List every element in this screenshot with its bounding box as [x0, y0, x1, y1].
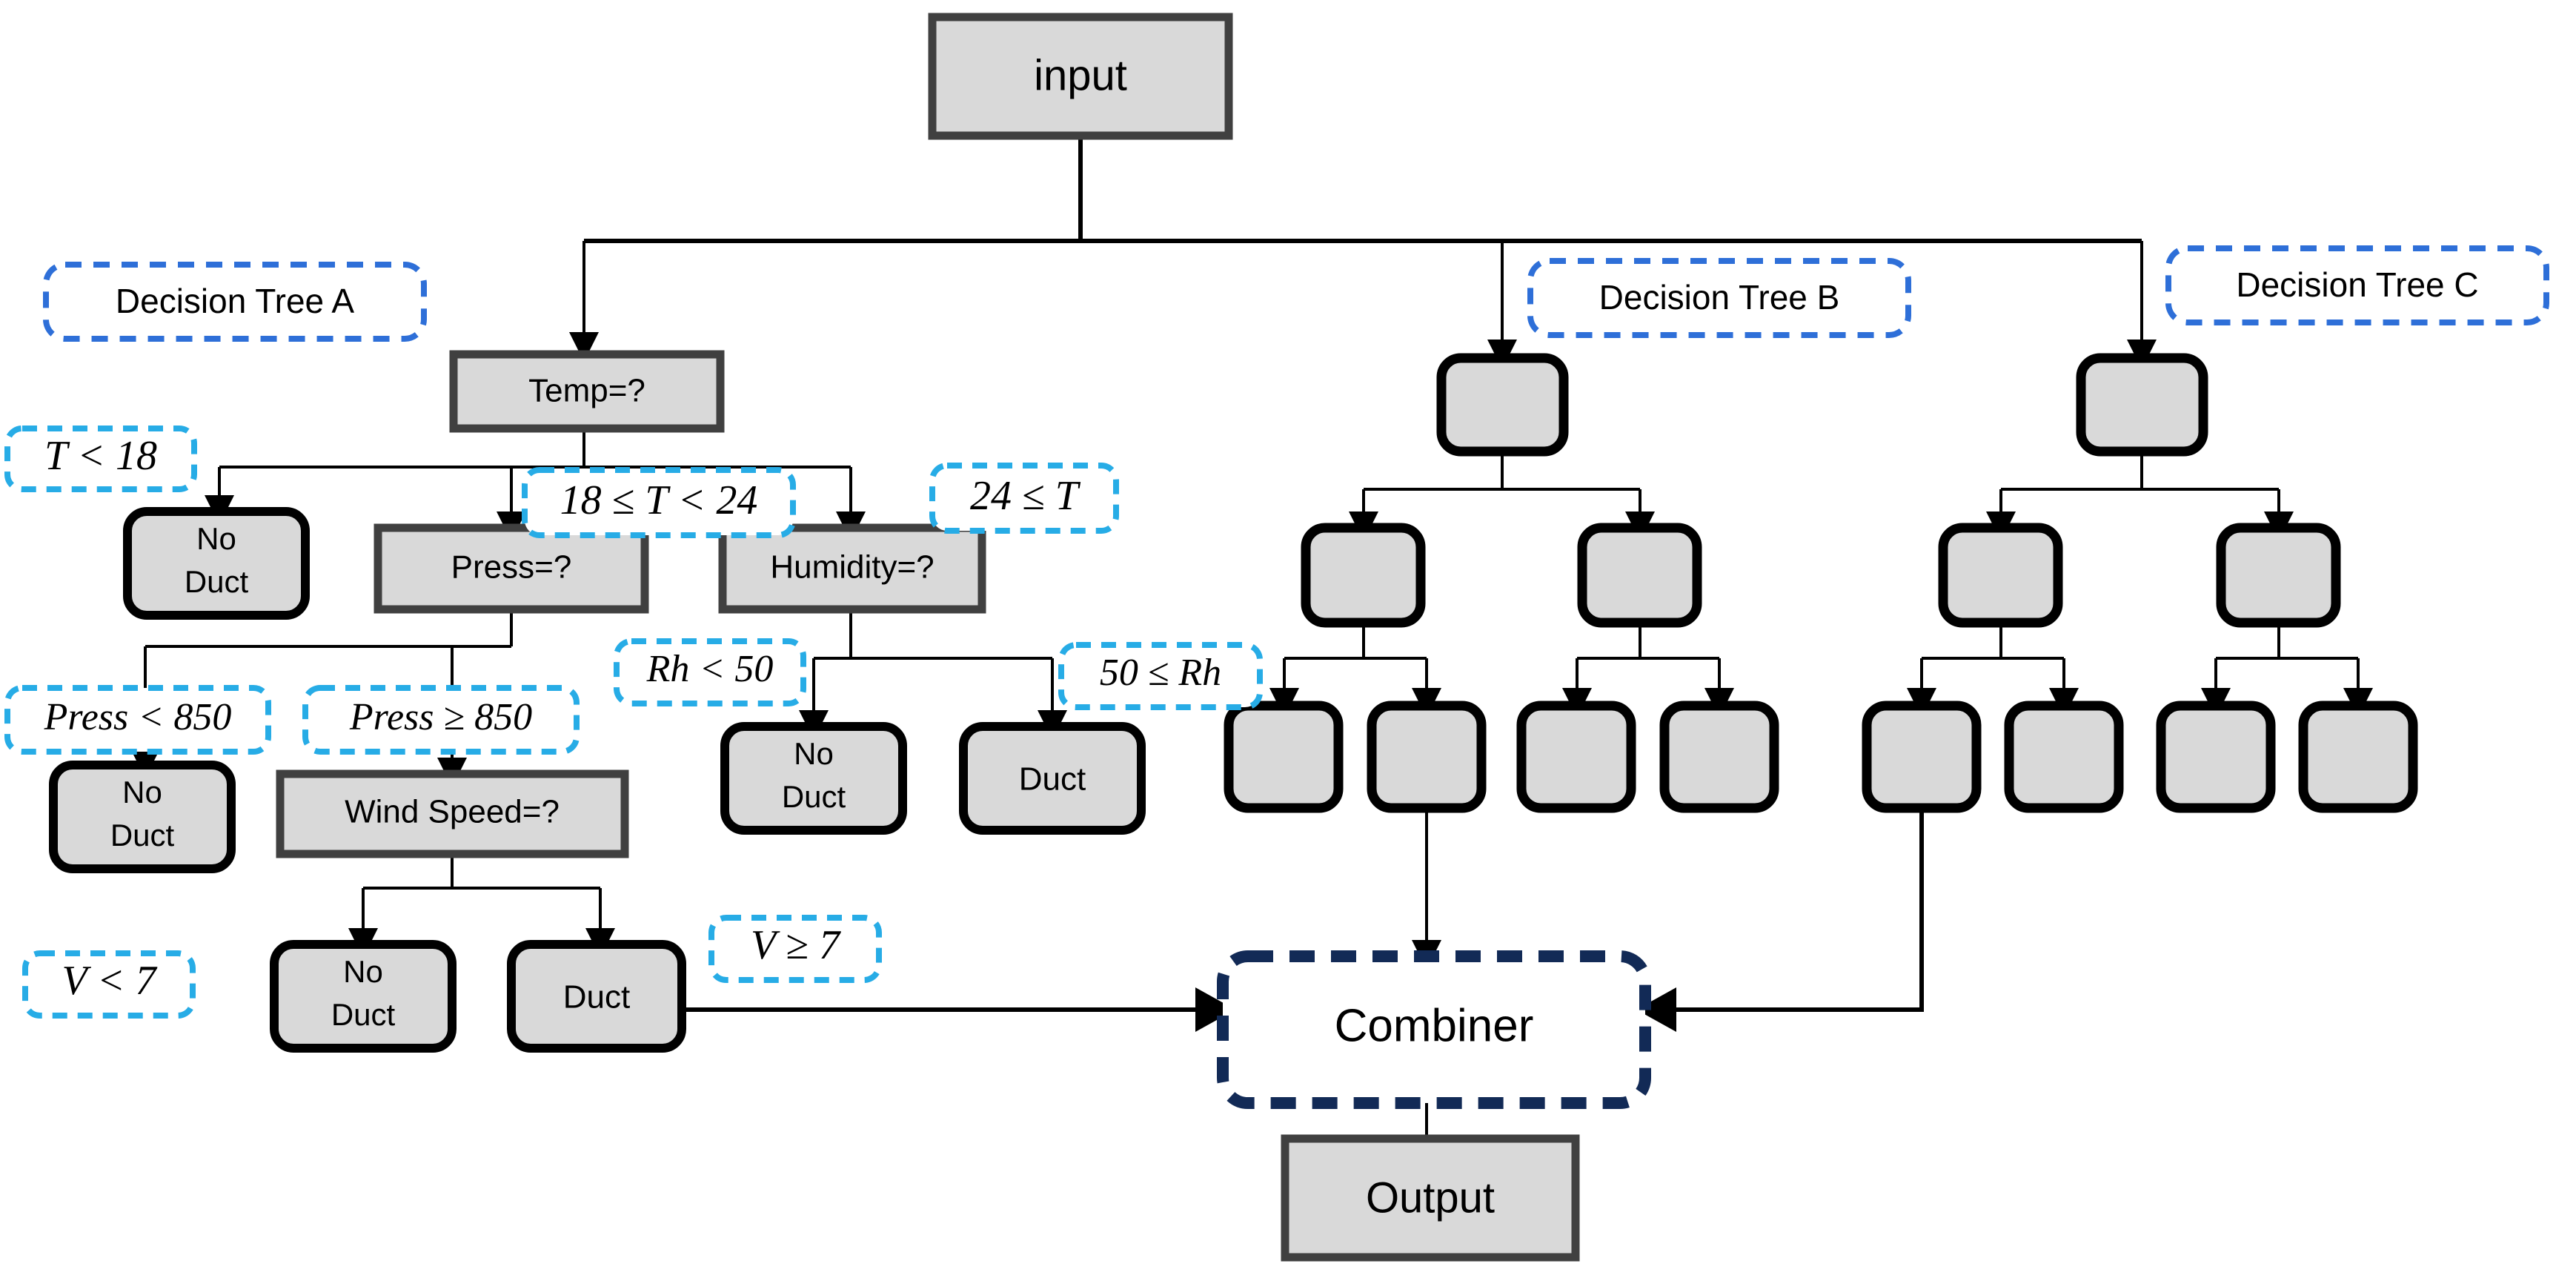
node-noduct-vlt7-line1: No [343, 954, 383, 989]
group-label-tree-b: Decision Tree B [1527, 258, 1911, 338]
node-noduct-rhlt50[interactable]: No Duct [720, 722, 907, 835]
node-treeb-r[interactable] [1577, 523, 1702, 628]
condition-t-lt18: T < 18 [4, 426, 197, 492]
node-noduct-rhlt50-line1: No [794, 736, 834, 771]
group-label-tree-a: Decision Tree A [43, 262, 427, 342]
condition-rh-ge50: 50 ≤ Rh [1058, 642, 1263, 710]
condition-rh-lt50-text: Rh < 50 [646, 648, 774, 690]
node-noduct-tlt18-line2: Duct [185, 564, 249, 599]
condition-v-ge7: V ≥ 7 [708, 915, 882, 983]
condition-press-lt850: Press < 850 [4, 685, 271, 755]
condition-t-ge24-text: 24 ≤ T [970, 473, 1081, 519]
condition-rh-ge50-text: 50 ≤ Rh [1100, 652, 1221, 694]
node-humidity[interactable]: Humidity=? [718, 523, 986, 614]
node-treeb-leaf-1[interactable] [1224, 701, 1344, 813]
node-temp-label: Temp=? [528, 373, 645, 409]
node-treec-leaf-2[interactable] [2004, 701, 2124, 813]
group-label-tree-a-text: Decision Tree A [116, 282, 354, 320]
node-treec-r[interactable] [2216, 523, 2341, 628]
group-label-tree-c: Decision Tree C [2165, 245, 2549, 325]
node-treec-leaf-4[interactable] [2298, 701, 2418, 813]
node-treec-root[interactable] [2076, 353, 2208, 457]
node-noduct-presslt850-line2: Duct [110, 818, 175, 852]
group-label-tree-b-text: Decision Tree B [1599, 278, 1840, 317]
node-treec-l[interactable] [1938, 523, 2063, 628]
condition-press-ge850-text: Press ≥ 850 [349, 696, 532, 738]
node-wind-speed[interactable]: Wind Speed=? [276, 769, 629, 858]
condition-t-lt18-text: T < 18 [44, 433, 157, 479]
node-noduct-vlt7-line2: Duct [331, 997, 396, 1032]
node-noduct-tlt18-line1: No [196, 521, 236, 556]
condition-v-ge7-text: V ≥ 7 [751, 922, 841, 968]
node-duct-rhge50[interactable]: Duct [959, 722, 1146, 835]
condition-t-ge24: 24 ≤ T [929, 463, 1119, 534]
node-combiner-label: Combiner [1335, 1000, 1534, 1051]
node-treeb-leaf-4[interactable] [1659, 701, 1779, 813]
node-noduct-presslt850[interactable]: No Duct [49, 761, 236, 873]
node-duct-rhge50-label: Duct [1019, 761, 1086, 798]
node-press[interactable]: Press=? [374, 523, 649, 614]
condition-t-mid-text: 18 ≤ T < 24 [560, 477, 758, 523]
node-press-label: Press=? [451, 549, 572, 586]
node-input[interactable]: input [928, 13, 1233, 140]
edge-c-leaf-to-combiner [1636, 808, 1924, 1032]
node-noduct-vlt7[interactable]: No Duct [270, 940, 457, 1053]
node-treeb-leaf-3[interactable] [1516, 701, 1636, 813]
node-treeb-l[interactable] [1301, 523, 1426, 628]
node-noduct-presslt850-line1: No [122, 775, 162, 809]
node-temp[interactable]: Temp=? [449, 350, 725, 433]
node-wind-speed-label: Wind Speed=? [345, 794, 560, 830]
condition-press-ge850: Press ≥ 850 [302, 685, 580, 755]
condition-press-lt850-text: Press < 850 [44, 696, 232, 738]
node-input-label: input [1034, 51, 1127, 99]
node-output-label: Output [1366, 1173, 1495, 1222]
node-treec-leaf-3[interactable] [2156, 701, 2276, 813]
node-noduct-rhlt50-line2: Duct [782, 779, 846, 814]
node-treeb-leaf-2[interactable] [1367, 701, 1487, 813]
condition-t-mid: 18 ≤ T < 24 [522, 467, 796, 538]
node-humidity-label: Humidity=? [770, 549, 934, 586]
node-combiner[interactable]: Combiner [1217, 950, 1651, 1109]
node-treec-leaf-1[interactable] [1862, 701, 1982, 813]
condition-v-lt7-text: V < 7 [62, 958, 158, 1004]
node-noduct-tlt18[interactable]: No Duct [123, 507, 310, 620]
condition-rh-lt50: Rh < 50 [614, 638, 806, 706]
group-label-tree-c-text: Decision Tree C [2236, 265, 2478, 304]
node-output[interactable]: Output [1281, 1134, 1580, 1262]
condition-v-lt7: V < 7 [22, 950, 196, 1019]
node-treeb-root[interactable] [1436, 353, 1569, 457]
node-duct-vge7-label: Duct [563, 979, 630, 1016]
node-duct-vge7[interactable]: Duct [507, 940, 686, 1053]
